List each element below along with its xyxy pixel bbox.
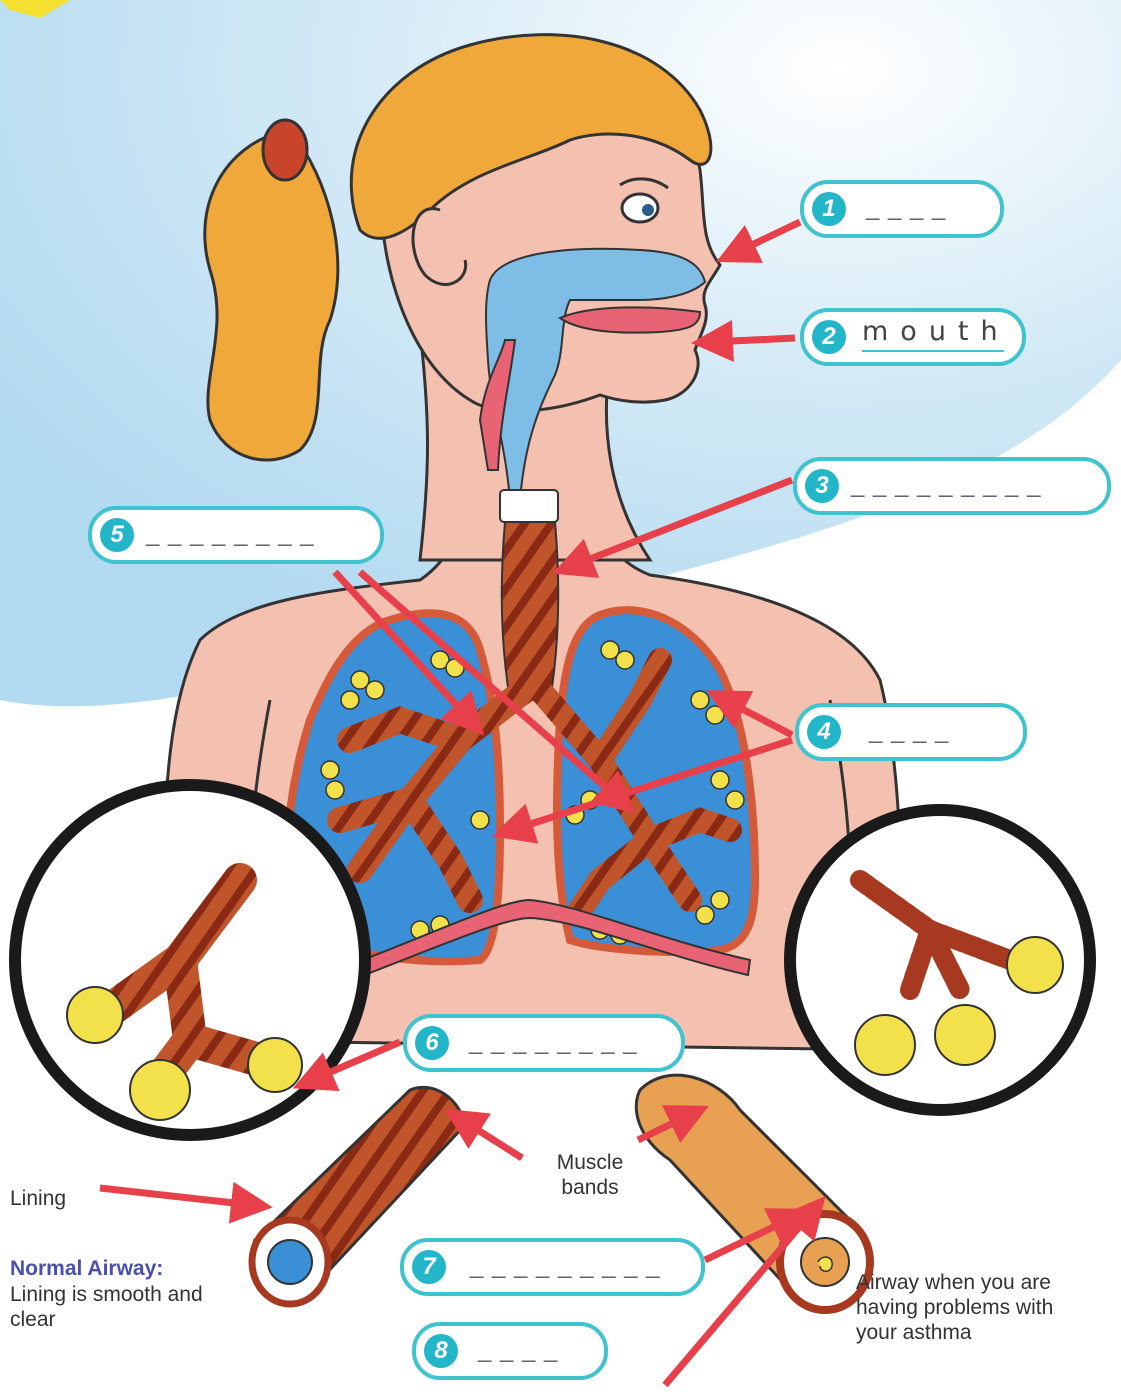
trachea	[502, 522, 559, 700]
caption-normal-desc: Lining is smooth and clear	[10, 1282, 250, 1332]
normal-airway-lumen	[268, 1240, 312, 1284]
answer-blank-4[interactable]: _ _ _ _	[869, 717, 949, 745]
label-box-4: 4 _ _ _ _	[795, 703, 1027, 761]
label-number-3: 3	[805, 469, 839, 503]
label-box-2: 2 mouth	[800, 308, 1026, 366]
label-number-5: 5	[100, 518, 134, 552]
label-box-3: 3 _ _ _ _ _ _ _ _ _	[793, 457, 1111, 515]
pupil	[642, 204, 654, 216]
ponytail	[205, 130, 338, 460]
caption-asthma-airway: Airway when you are having problems with…	[856, 1270, 1056, 1345]
answer-blank-3[interactable]: _ _ _ _ _ _ _ _ _	[851, 471, 1041, 499]
caption-normal-title: Normal Airway:	[10, 1256, 163, 1281]
answer-underline-2	[862, 350, 1004, 352]
label-number-4: 4	[807, 715, 841, 749]
label-box-7: 7 _ _ _ _ _ _ _ _ _	[400, 1238, 705, 1296]
answer-blank-5[interactable]: _ _ _ _ _ _ _ _	[146, 520, 314, 548]
label-number-6: 6	[415, 1026, 449, 1060]
label-box-6: 6 _ _ _ _ _ _ _ _	[403, 1014, 685, 1072]
label-number-2: 2	[812, 320, 846, 354]
label-box-5: 5 _ _ _ _ _ _ _ _	[88, 506, 384, 564]
arrow-2	[712, 338, 795, 342]
larynx	[500, 490, 558, 522]
answer-blank-1[interactable]: _ _ _ _	[866, 194, 946, 222]
answer-text-2[interactable]: mouth	[862, 316, 1010, 347]
caption-lining: Lining	[10, 1186, 66, 1211]
arrow-8	[665, 1212, 812, 1385]
caption-muscle-bands: Muscle bands	[540, 1150, 640, 1200]
arrow-muscle-left	[462, 1120, 522, 1158]
label-box-8: 8 _ _ _ _	[412, 1322, 608, 1380]
label-box-1: 1 _ _ _ _	[800, 180, 1004, 238]
answer-blank-8[interactable]: _ _ _ _	[478, 1336, 558, 1364]
hair-tie	[263, 120, 307, 180]
label-number-8: 8	[424, 1334, 458, 1368]
answer-blank-6[interactable]: _ _ _ _ _ _ _ _	[469, 1028, 637, 1056]
arrow-lining	[100, 1188, 252, 1205]
answer-blank-7[interactable]: _ _ _ _ _ _ _ _ _	[470, 1252, 660, 1280]
label-number-7: 7	[412, 1250, 446, 1284]
label-number-1: 1	[812, 192, 846, 226]
